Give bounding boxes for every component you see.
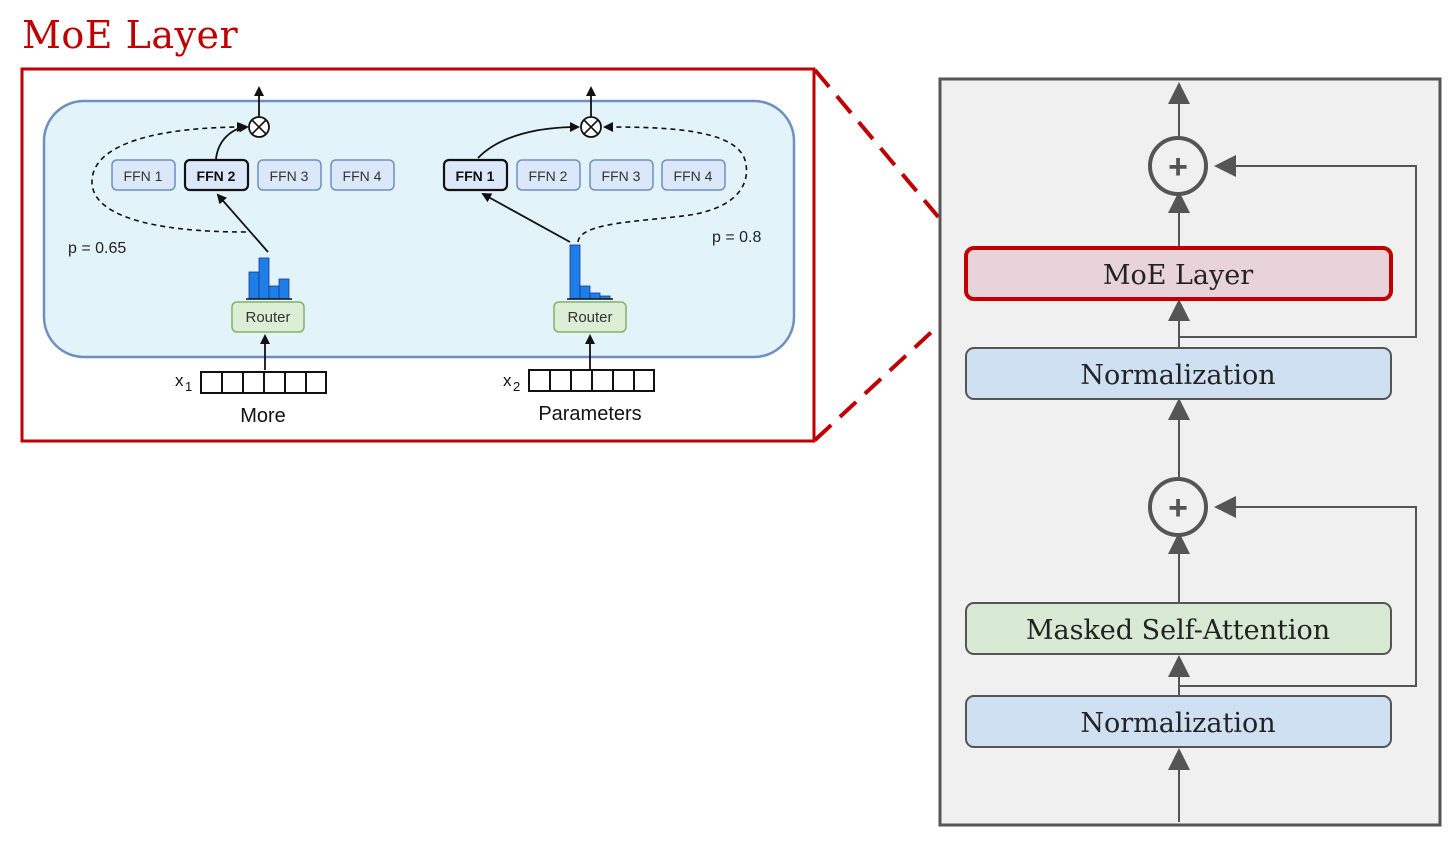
token-1-word: More [240, 405, 286, 427]
token-1-vector [200, 371, 327, 394]
token-1-symbol: x [175, 371, 184, 390]
expert-ffn2-right [516, 159, 581, 191]
router-2 [553, 301, 627, 333]
expert-ffn4-right-label: FFN 4 [674, 168, 713, 184]
probability-label-2: p = 0.8 [712, 229, 761, 246]
normalization-upper-box [965, 347, 1392, 400]
expert-ffn3-left [257, 159, 322, 191]
expert-ffn4-right [661, 159, 726, 191]
token-2-symbol: x [503, 371, 512, 390]
moe-detail-background [42, 99, 796, 359]
router-1 [231, 301, 305, 333]
expert-ffn1-right-label: FFN 1 [456, 168, 495, 184]
zoom-connector-top [813, 68, 968, 252]
probability-label-1: p = 0.65 [68, 240, 126, 257]
token-2-vector [528, 369, 655, 392]
expert-ffn2-right-label: FFN 2 [529, 168, 568, 184]
moe-layer-box [964, 246, 1393, 301]
expert-ffn3-right [589, 159, 654, 191]
page-title: MoE Layer [22, 13, 239, 57]
normalization-lower-label: Normalization [1080, 708, 1275, 739]
expert-ffn3-right-label: FFN 3 [602, 168, 641, 184]
dashed-path-2 [577, 122, 748, 243]
token-2-word: Parameters [538, 403, 641, 425]
masked-self-attention-label: Masked Self-Attention [1026, 615, 1330, 646]
router-histogram-2 [567, 244, 613, 300]
normalization-upper-label: Normalization [1080, 360, 1275, 391]
dashed-path-1 [91, 122, 247, 233]
expert-ffn4-left [330, 159, 395, 191]
router-1-label: Router [245, 309, 290, 326]
residual-connection-lower [1179, 496, 1417, 687]
expert-ffn2-left-label: FFN 2 [197, 168, 236, 184]
normalization-lower-box [965, 695, 1392, 748]
expert-ffn4-left-label: FFN 4 [343, 168, 382, 184]
residual-connection-upper [1179, 155, 1417, 338]
expert-ffn2-left [183, 158, 250, 192]
moe-layer-label: MoE Layer [1103, 260, 1253, 291]
add-node-upper [1148, 136, 1208, 196]
add-node-upper-symbol: + [1168, 148, 1188, 186]
token-1-group: FFN 1 FFN 2 FFN 3 FFN 4 p = 0.65 Router … [68, 86, 395, 427]
token-1-subscript: 1 [185, 379, 192, 394]
masked-self-attention-box [965, 602, 1392, 655]
expert-ffn1-right [442, 158, 509, 192]
expert-ffn3-left-label: FFN 3 [270, 168, 309, 184]
router-histogram-1 [246, 257, 292, 300]
add-node-lower-symbol: + [1168, 489, 1188, 527]
expert-ffn1-left [111, 159, 176, 191]
token-2-group: FFN 1 FFN 2 FFN 3 FFN 4 p = 0.8 Router x… [442, 86, 761, 425]
router-2-label: Router [567, 309, 612, 326]
add-node-lower [1148, 477, 1208, 537]
expert-ffn1-left-label: FFN 1 [124, 168, 163, 184]
token-2-subscript: 2 [513, 379, 520, 394]
